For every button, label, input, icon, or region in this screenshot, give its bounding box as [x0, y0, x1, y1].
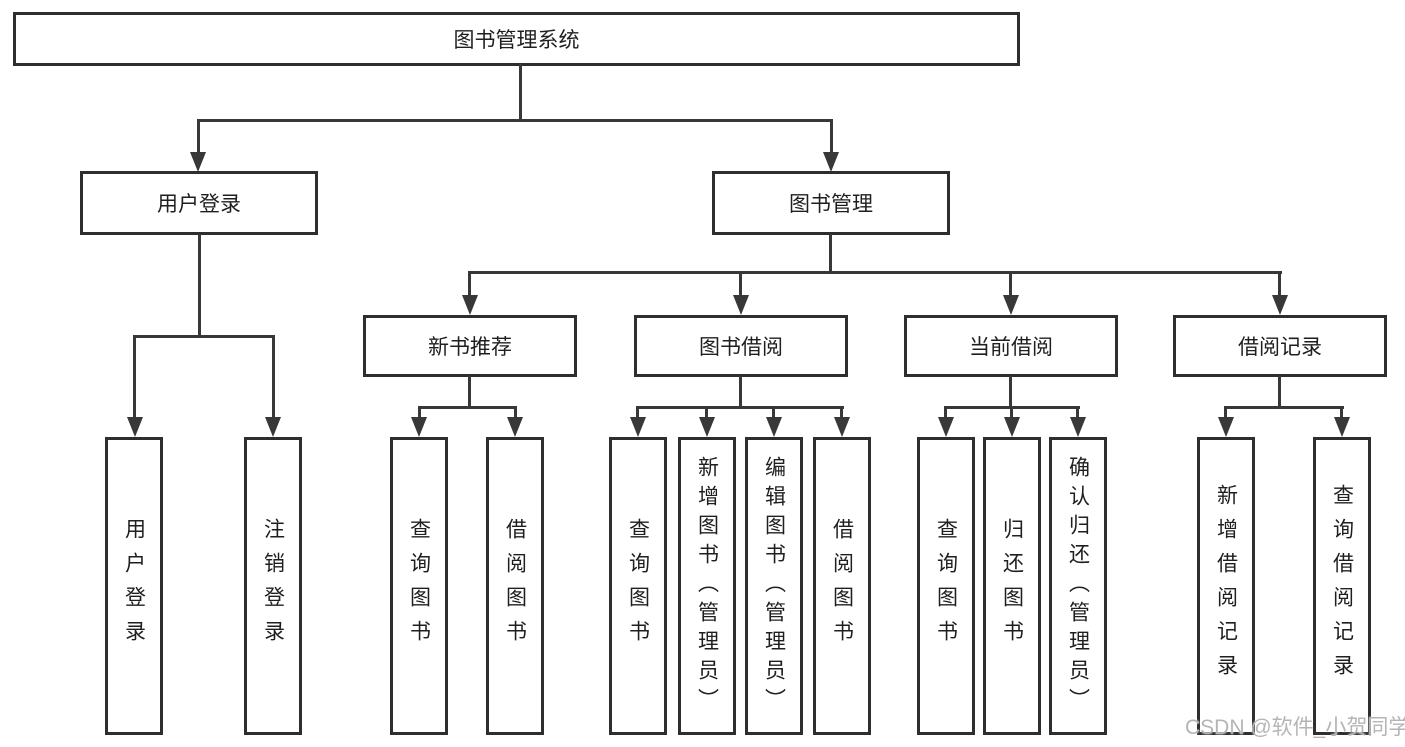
- node-current-borrowing-label: 当前借阅: [969, 336, 1053, 359]
- connector-records-c1: [1340, 406, 1343, 419]
- leaf-records-query-borrow-record-label: 查询借阅记录: [1330, 484, 1354, 688]
- connector-root-stem: [519, 64, 522, 121]
- connector-user-to-login: [133, 335, 136, 419]
- arrow-borrow-borrow-books: [834, 417, 850, 437]
- node-user-login: 用户登录: [80, 171, 318, 235]
- connector-current-stem: [1009, 376, 1012, 408]
- arrow-borrow-query-books: [630, 417, 646, 437]
- node-current-borrowing: 当前借阅: [904, 315, 1118, 377]
- node-book-management-label: 图书管理: [789, 193, 873, 216]
- connector-newrec-c1: [514, 406, 517, 419]
- connector-newrec-c0: [418, 406, 421, 419]
- node-system-root: 图书管理系统: [13, 12, 1020, 66]
- arrow-to-new-book-recommend: [462, 295, 478, 315]
- connector-book-to-newrec: [468, 271, 471, 297]
- connector-root-bus: [197, 119, 833, 122]
- arrow-newrec-borrow-books: [507, 417, 523, 437]
- arrow-records-add-record: [1218, 417, 1234, 437]
- connector-current-c0: [944, 406, 947, 419]
- connector-borrow-c3: [840, 406, 843, 419]
- connector-root-to-book: [830, 119, 833, 154]
- connector-book-bus: [469, 271, 1282, 274]
- connector-newrec-stem: [468, 376, 471, 408]
- leaf-current-return-books: 归还图书: [983, 437, 1041, 735]
- arrow-borrow-add-books: [699, 417, 715, 437]
- connector-current-c2: [1076, 406, 1079, 419]
- arrow-to-book-management: [823, 152, 839, 172]
- node-new-book-recommend: 新书推荐: [363, 315, 577, 377]
- leaf-current-confirm-return-admin-label: 确认归还（管理员）: [1066, 455, 1090, 717]
- connector-user-to-logout: [272, 335, 275, 419]
- connector-borrow-c1: [705, 406, 708, 419]
- connector-records-bus: [1225, 406, 1344, 409]
- csdn-watermark: CSDN @软件_小贺同学: [1185, 716, 1405, 739]
- node-book-management: 图书管理: [712, 171, 950, 235]
- leaf-borrow-borrow-books-label: 借阅图书: [830, 518, 854, 654]
- arrow-records-query-record: [1334, 417, 1350, 437]
- connector-borrow-c2: [772, 406, 775, 419]
- leaf-records-add-borrow-record: 新增借阅记录: [1197, 437, 1255, 735]
- connector-borrow-stem: [739, 376, 742, 408]
- arrow-newrec-query-books: [411, 417, 427, 437]
- leaf-borrow-add-books-admin-label: 新增图书（管理员）: [695, 455, 719, 717]
- connector-borrow-bus: [637, 406, 844, 409]
- leaf-newrec-borrow-books-label: 借阅图书: [503, 518, 527, 654]
- leaf-borrow-query-books-label: 查询图书: [626, 518, 650, 654]
- leaf-current-return-books-label: 归还图书: [1000, 518, 1024, 654]
- connector-newrec-bus: [418, 406, 516, 409]
- node-book-borrowing-label: 图书借阅: [699, 336, 783, 359]
- connector-current-c1: [1010, 406, 1013, 419]
- connector-user-bus: [133, 335, 275, 338]
- connector-records-stem: [1278, 376, 1281, 408]
- leaf-records-query-borrow-record: 查询借阅记录: [1313, 437, 1371, 735]
- arrow-current-confirm-return: [1070, 417, 1086, 437]
- leaf-current-query-books: 查询图书: [917, 437, 975, 735]
- arrow-borrow-edit-books: [766, 417, 782, 437]
- node-book-borrowing: 图书借阅: [634, 315, 848, 377]
- node-new-book-recommend-label: 新书推荐: [428, 336, 512, 359]
- connector-root-to-user: [197, 119, 200, 154]
- leaf-newrec-query-books: 查询图书: [390, 437, 448, 735]
- leaf-borrow-edit-books-admin: 编辑图书（管理员）: [745, 437, 803, 735]
- leaf-logout-label: 注销登录: [261, 518, 285, 654]
- leaf-user-login: 用户登录: [105, 437, 163, 735]
- leaf-borrow-query-books: 查询图书: [609, 437, 667, 735]
- leaf-records-add-borrow-record-label: 新增借阅记录: [1214, 484, 1238, 688]
- node-system-root-label: 图书管理系统: [453, 29, 580, 52]
- node-borrowing-records: 借阅记录: [1173, 315, 1387, 377]
- connector-book-stem: [829, 234, 832, 274]
- leaf-current-confirm-return-admin: 确认归还（管理员）: [1049, 437, 1107, 735]
- arrow-to-user-login: [190, 152, 206, 172]
- leaf-newrec-borrow-books: 借阅图书: [486, 437, 544, 735]
- leaf-logout: 注销登录: [244, 437, 302, 735]
- leaf-user-login-label: 用户登录: [122, 518, 146, 654]
- leaf-newrec-query-books-label: 查询图书: [407, 518, 431, 654]
- arrow-to-current-borrowing: [1003, 295, 1019, 315]
- connector-borrow-c0: [636, 406, 639, 419]
- connector-book-to-borrow: [739, 271, 742, 297]
- arrow-current-return-books: [1004, 417, 1020, 437]
- arrow-to-leaf-user-login: [127, 417, 143, 437]
- connector-user-stem: [198, 234, 201, 338]
- connector-book-to-records: [1278, 271, 1281, 297]
- arrow-to-borrowing-records: [1272, 295, 1288, 315]
- arrow-to-book-borrowing: [733, 295, 749, 315]
- node-user-login-label: 用户登录: [157, 193, 241, 216]
- leaf-borrow-add-books-admin: 新增图书（管理员）: [678, 437, 736, 735]
- arrow-current-query-books: [938, 417, 954, 437]
- leaf-borrow-edit-books-admin-label: 编辑图书（管理员）: [762, 455, 786, 717]
- connector-book-to-current: [1009, 271, 1012, 297]
- leaf-borrow-borrow-books: 借阅图书: [813, 437, 871, 735]
- node-borrowing-records-label: 借阅记录: [1238, 336, 1322, 359]
- connector-records-c0: [1224, 406, 1227, 419]
- arrow-to-leaf-logout: [265, 417, 281, 437]
- leaf-current-query-books-label: 查询图书: [934, 518, 958, 654]
